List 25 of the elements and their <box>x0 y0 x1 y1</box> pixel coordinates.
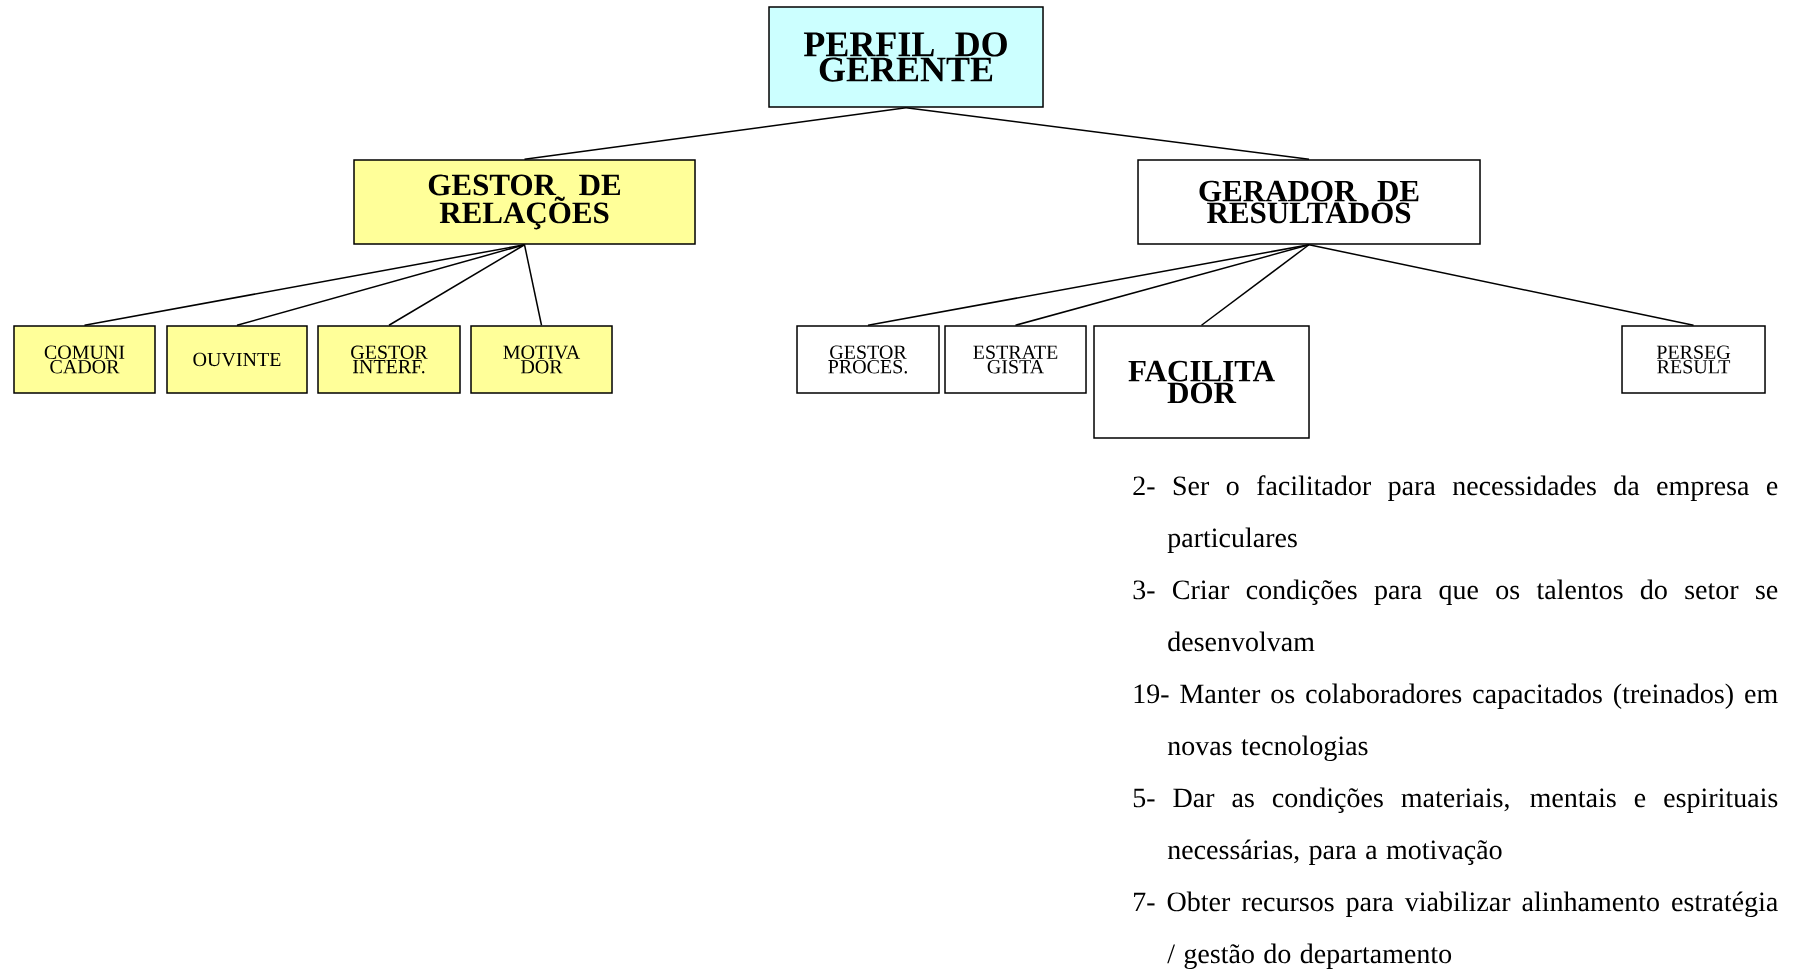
connector-line <box>83 244 526 326</box>
connector-line <box>1200 244 1310 326</box>
box: GERADOR DE RESULTADOS <box>1137 159 1481 245</box>
connector-line <box>388 244 526 326</box>
list-item: 2- Ser o facilitador para necessidades da empresa e particulares <box>1133 475 1778 553</box>
list-item: 19- Manter os colaboradores capacitados (treinados) em novas tecnologias <box>1134 683 1778 762</box>
list-item: 3- Criar condições para que os talentos do setor se desenvolvam <box>1133 579 1778 652</box>
box: PERSEG RESULT <box>1621 325 1766 394</box>
box: FACILITA DOR <box>1093 325 1310 439</box>
box: GESTOR DE RELAÇÕES <box>353 159 696 245</box>
connector-line <box>523 244 543 326</box>
box: GESTOR PROCES. <box>796 325 940 394</box>
box: GESTOR INTERF. <box>317 325 461 394</box>
box: MOTIVA DOR <box>470 325 613 394</box>
connector-line <box>1308 244 1695 326</box>
connector-line <box>867 244 1310 326</box>
connector-line <box>523 107 907 160</box>
box: ESTRATE GISTA <box>944 325 1087 394</box>
connector-line <box>1014 244 1310 326</box>
list-item: 5- Dar as condições materiais, mentais e espirituais necessárias, para a motivação <box>1133 787 1778 865</box>
box: OUVINTE <box>166 325 308 394</box>
box: COMUNI CADOR <box>13 325 156 394</box>
box: PERFIL DO GERENTE <box>768 6 1044 108</box>
list-item: 7- Obter recursos para viabilizar alinhamento estratégia / gestão do departamento <box>1134 891 1778 970</box>
connector-line <box>905 107 1310 160</box>
